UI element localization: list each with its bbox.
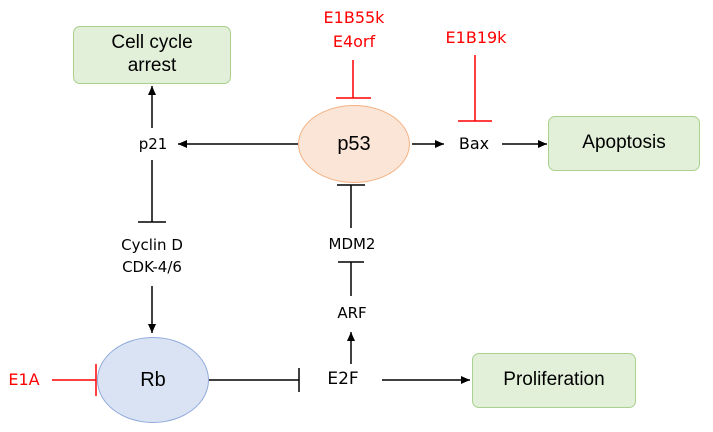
bax-label: Bax: [458, 134, 490, 153]
cell-cycle-arrest-box: Cell cycle arrest: [73, 26, 231, 84]
proliferation-box: Proliferation: [472, 353, 636, 408]
cell-cycle-arrest-line2: arrest: [127, 55, 177, 76]
arf-label: ARF: [337, 304, 367, 322]
mdm2-label: MDM2: [328, 235, 376, 253]
apoptosis-label: Apoptosis: [582, 132, 666, 154]
cyclin-d-label: Cyclin D: [121, 236, 183, 254]
e1b19k-label: E1B19k: [445, 28, 507, 47]
rb-node: Rb: [97, 337, 209, 423]
e2f-label: E2F: [327, 369, 359, 389]
p53-node: p53: [298, 105, 410, 183]
rb-label: Rb: [140, 368, 166, 391]
e1b55k-e4orf-label: E1B55k E4orf: [308, 6, 400, 54]
e4orf-label: E4orf: [332, 32, 376, 51]
cdk-label: CDK-4/6: [122, 258, 182, 276]
e1b55k-label: E1B55k: [323, 8, 385, 27]
cell-cycle-arrest-line1: Cell cycle: [111, 32, 193, 54]
e1a-label: E1A: [8, 370, 40, 389]
apoptosis-box: Apoptosis: [548, 116, 700, 171]
p53-label: p53: [337, 132, 371, 155]
cyclin-cdk-label: Cyclin D CDK-4/6: [104, 234, 200, 278]
p21-label: p21: [138, 135, 168, 153]
proliferation-label: Proliferation: [503, 369, 605, 391]
